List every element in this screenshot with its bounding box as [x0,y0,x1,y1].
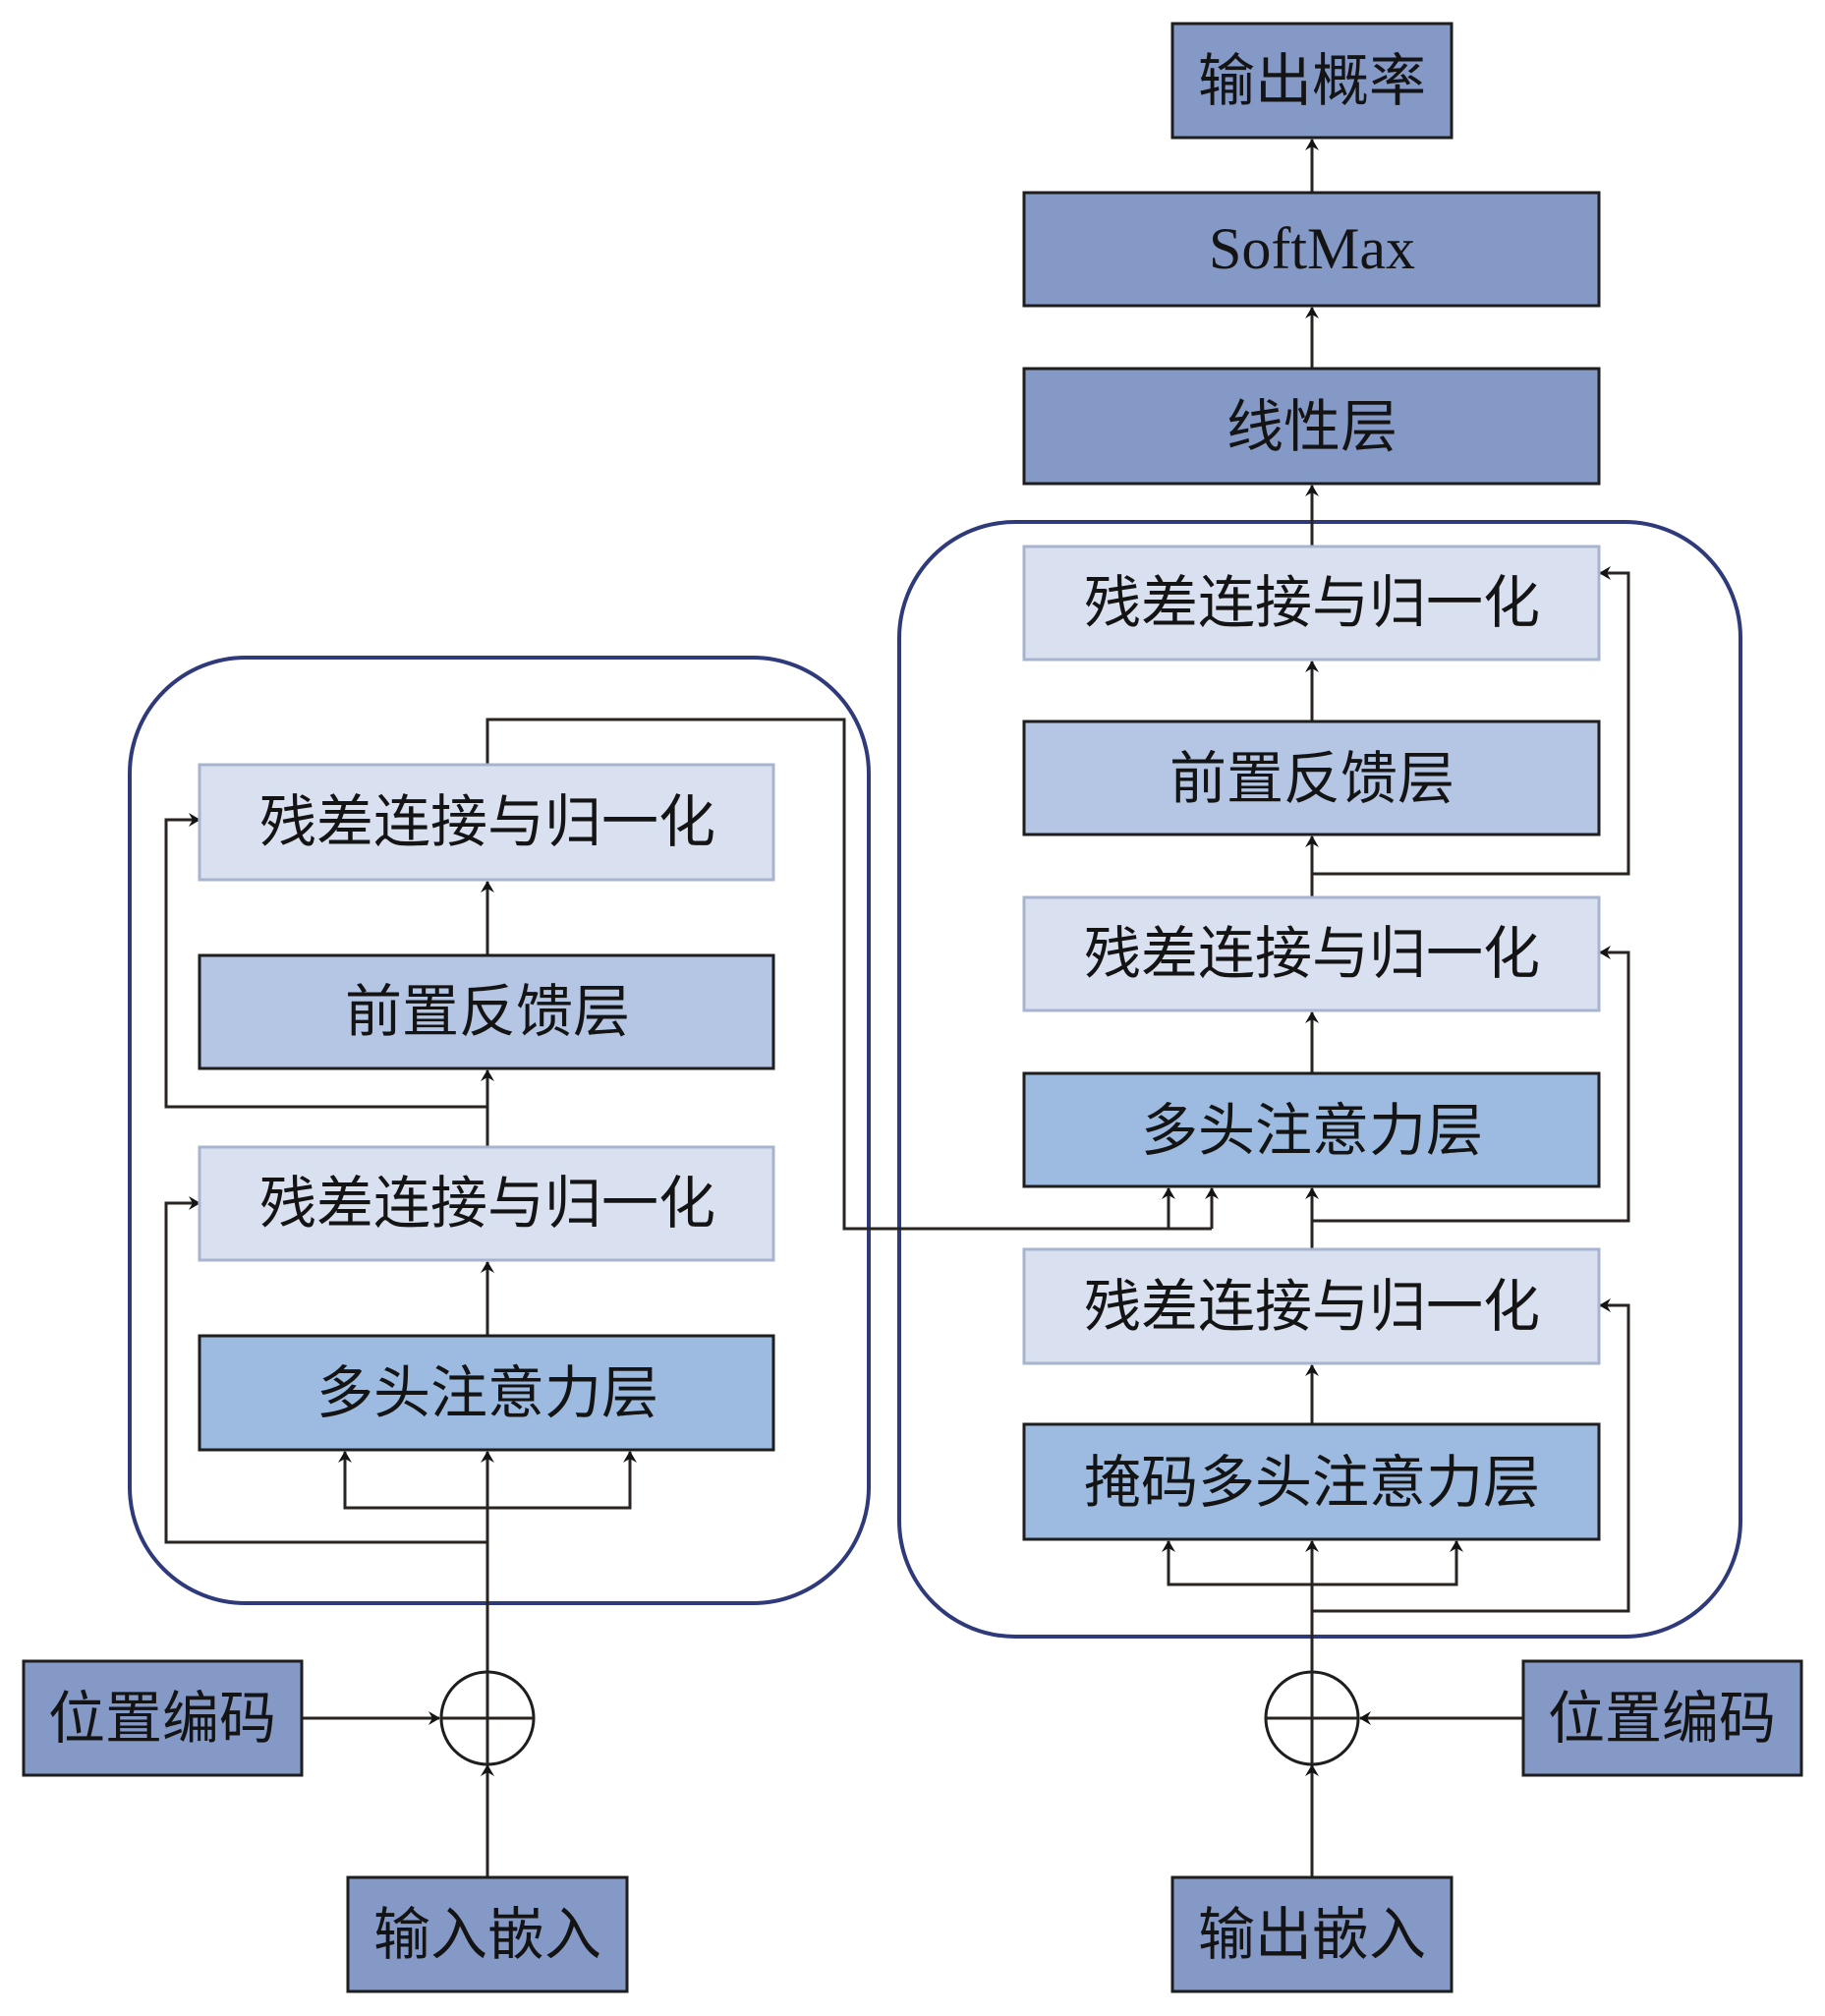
label: 前置反馈层 [345,978,630,1045]
label: 残差连接与归一化 [1084,920,1540,987]
decoder-feed-forward: 前置反馈层 [1022,720,1601,836]
decoder-add-norm-2: 残差连接与归一化 [1022,895,1601,1012]
encoder-container [128,656,871,1605]
label: 线性层 [1226,393,1397,460]
wire-dec-residual-3 [1312,566,1630,876]
label: 残差连接与归一化 [259,788,715,855]
label: 位置编码 [48,1685,276,1752]
decoder-output-embedding: 输出嵌入 [1170,1875,1454,1993]
decoder-container [897,520,1742,1639]
encoder-add-norm-2: 残差连接与归一化 [198,763,775,882]
label: 输入嵌入 [373,1901,601,1968]
wire-dec-residual-1 [1312,1298,1630,1613]
wire-dec-residual-2 [1312,946,1630,1223]
encoder-positional-encoding: 位置编码 [22,1659,304,1777]
label: 残差连接与归一化 [1084,569,1540,636]
encoder-feed-forward: 前置反馈层 [198,953,775,1070]
wire-encoder-output [485,718,1212,1231]
linear-layer: 线性层 [1022,367,1601,486]
wire-enc-residual-2 [164,813,487,1109]
output-probabilities: 输出概率 [1170,22,1454,140]
encoder-add-norm-1: 残差连接与归一化 [198,1145,775,1262]
label: 多头注意力层 [1141,1097,1483,1164]
label: 输出概率 [1198,47,1426,114]
label: 多头注意力层 [316,1359,658,1426]
label: 位置编码 [1548,1685,1776,1752]
label: SoftMax [1209,216,1415,281]
label: 输出嵌入 [1198,1901,1426,1968]
softmax-layer: SoftMax [1022,191,1601,308]
decoder-masked-multi-head-attention: 掩码多头注意力层 [1022,1422,1601,1541]
wire-enc-residual-1 [164,1196,487,1544]
decoder-add-norm-3: 残差连接与归一化 [1022,545,1601,662]
encoder-input-embedding: 输入嵌入 [346,1875,629,1993]
decoder-add-norm-1: 残差连接与归一化 [1022,1247,1601,1365]
decoder-adder [1264,1670,1360,1766]
label: 掩码多头注意力层 [1084,1449,1540,1516]
encoder-multi-head-attention: 多头注意力层 [198,1334,775,1452]
label: 残差连接与归一化 [1084,1273,1540,1340]
label: 残差连接与归一化 [259,1170,715,1237]
decoder-positional-encoding: 位置编码 [1521,1659,1803,1777]
label: 前置反馈层 [1169,745,1454,812]
encoder-adder [439,1670,536,1766]
decoder-multi-head-attention: 多头注意力层 [1022,1071,1601,1188]
wire-enc-fork [343,1452,632,1510]
